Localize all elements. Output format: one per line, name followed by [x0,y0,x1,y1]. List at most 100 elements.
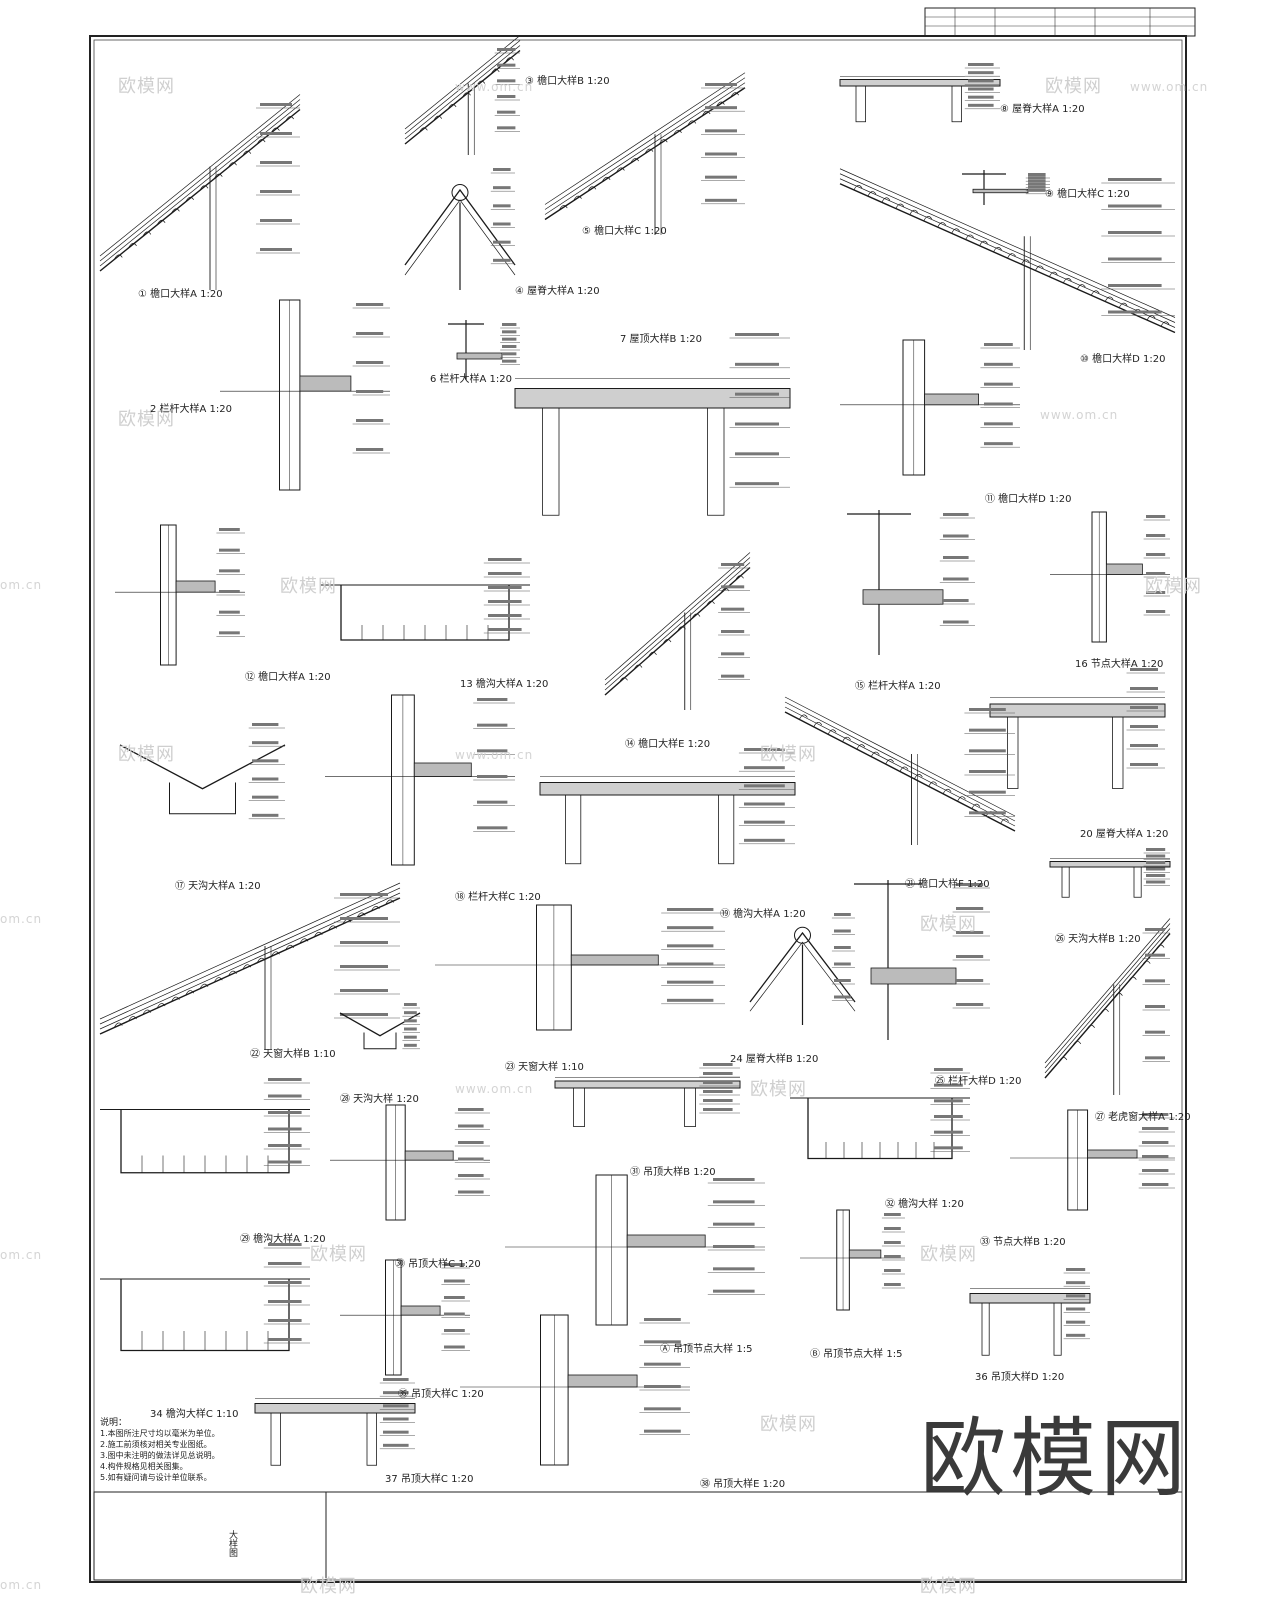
detail-d7 [514,333,791,516]
detail-d12 [115,524,245,666]
brand-logo-watermark: 欧模网 [920,1409,1190,1509]
sheet-inner-border [93,39,1183,1581]
detail-d35 [340,1259,470,1376]
watermark: 欧模网 [118,76,175,97]
detail-d22 [99,882,401,1050]
detail-caption: ⑧ 屋脊大样A 1:20 [1000,104,1085,115]
detail-d13 [320,558,530,641]
detail-caption: 16 节点大样A 1:20 [1075,659,1164,670]
detail-d16 [1050,511,1170,643]
detail-d29 [100,1078,310,1174]
detail-d14 [604,552,751,710]
detail-caption: ㉓ 天窗大样 1:10 [505,1062,584,1073]
watermark-site: om.cn [0,1248,43,1262]
watermark: 欧模网 [920,914,977,935]
detail-d32 [790,1068,970,1160]
notes-line: 3.图中未注明的做法详见总说明。 [100,1451,220,1460]
detail-caption: 37 吊顶大样C 1:20 [385,1474,474,1485]
detail-caption: ⑰ 天沟大样A 1:20 [175,881,261,892]
detail-d21 [784,696,1016,845]
title-block [93,1491,1182,1581]
detail-caption: 34 檐沟大样C 1:10 [150,1409,239,1420]
detail-d31 [554,1063,741,1127]
detail-caption: ⑤ 檐口大样C 1:20 [582,226,667,237]
detail-caption: ㉒ 天窗大样B 1:10 [250,1049,336,1060]
notes-line: 1.本图所注尺寸均以毫米为单位。 [100,1429,220,1438]
sheet-outer-border [89,35,1187,1583]
detail-caption: ㉘ 天沟大样 1:20 [340,1094,419,1105]
detail-caption: Ⓐ 吊顶节点大样 1:5 [660,1344,753,1355]
watermark: 欧模网 [750,1079,807,1100]
detail-d10 [839,168,1176,350]
watermark-site: www.om.cn [455,748,534,762]
detail-caption: ㉑ 檐口大样F 1:20 [905,879,990,890]
detail-d20 [989,668,1166,789]
detail-caption: ⑨ 檐口大样C 1:20 [1045,189,1130,200]
watermark-site: www.om.cn [455,1082,534,1096]
detail-d27 [1044,918,1171,1095]
detail-d37 [254,1378,416,1466]
detail-d24 [749,913,856,1025]
detail-d2 [220,299,390,491]
watermark: 欧模网 [1145,576,1202,597]
detail-caption: 13 檐沟大样A 1:20 [460,679,549,690]
detail-caption: ㊳ 吊顶大样E 1:20 [700,1479,786,1490]
detail-d25 [854,880,990,1040]
watermark: 欧模网 [920,1576,977,1597]
notes-heading: 说明： [100,1418,128,1428]
watermark: 欧模网 [300,1576,357,1597]
detail-caption: ⑱ 栏杆大样C 1:20 [455,892,541,903]
notes-line: 5.如有疑问请与设计单位联系。 [100,1473,212,1482]
detail-d18 [325,694,515,866]
detail-d1 [99,94,301,290]
detail-caption: ㉗ 老虎窗大样A 1:20 [1095,1112,1191,1123]
notes-lines: 1.本图所注尺寸均以毫米为单位。 2.施工前须核对相关专业图纸。 3.图中未注明的做… [100,1428,250,1483]
detail-caption: ⑩ 檐口大样D 1:20 [1080,354,1166,365]
detail-d34 [100,1243,310,1352]
detail-d28 [339,1003,421,1050]
detail-d26 [1049,848,1171,898]
detail-d36 [969,1268,1091,1356]
watermark: 欧模网 [118,409,175,430]
detail-d19 [539,748,796,865]
detail-caption: 2 栏杆大样A 1:20 [150,404,233,415]
detail-d6 [448,320,520,380]
detail-d23 [435,904,725,1031]
watermark: 欧模网 [920,1244,977,1265]
detail-d38 [460,1314,690,1466]
watermark: 欧模网 [760,744,817,765]
watermark-site: om.cn [0,578,43,592]
detail-caption: ㉕ 栏杆大样D 1:20 [935,1076,1022,1087]
notes-block: 说明： 1.本图所注尺寸均以毫米为单位。 2.施工前须核对相关专业图纸。 3.图中未… [100,1415,250,1483]
detail-caption: Ⓑ 吊顶节点大样 1:5 [810,1349,903,1360]
title-block-label: 大样图 [227,1530,237,1557]
detail-d30 [330,1104,490,1221]
detail-caption: ㉜ 檐沟大样 1:20 [885,1199,964,1210]
details-layer [99,35,1176,1466]
detail-caption: ㉝ 节点大样B 1:20 [980,1237,1066,1248]
detail-d11 [840,339,1020,476]
detail-dA [505,1174,765,1326]
detail-caption: ⑲ 檐沟大样A 1:20 [720,909,806,920]
watermark: 欧模网 [1045,76,1102,97]
detail-dB [800,1209,905,1311]
detail-d4 [404,168,516,290]
watermark-site: www.om.cn [1040,408,1119,422]
detail-caption: ⑫ 檐口大样A 1:20 [245,672,331,683]
detail-d17 [119,723,286,820]
detail-d8 [839,63,1001,123]
detail-caption: ⑭ 檐口大样E 1:20 [625,739,711,750]
watermark: 欧模网 [760,1414,817,1435]
detail-caption: ㉟ 吊顶大样C 1:20 [398,1389,484,1400]
watermark: 欧模网 [310,1244,367,1265]
detail-d5 [544,72,746,235]
detail-caption: 24 屋脊大样B 1:20 [730,1054,819,1065]
detail-caption: ④ 屋脊大样A 1:20 [515,286,600,297]
detail-caption: ⑮ 栏杆大样A 1:20 [855,681,941,692]
detail-caption: 36 吊顶大样D 1:20 [975,1372,1065,1383]
notes-line: 2.施工前须核对相关专业图纸。 [100,1440,212,1449]
detail-caption: 20 屋脊大样A 1:20 [1080,829,1169,840]
detail-caption: ③ 檐口大样B 1:20 [525,76,610,87]
watermark: 欧模网 [280,576,337,597]
watermark: 欧模网 [118,744,175,765]
